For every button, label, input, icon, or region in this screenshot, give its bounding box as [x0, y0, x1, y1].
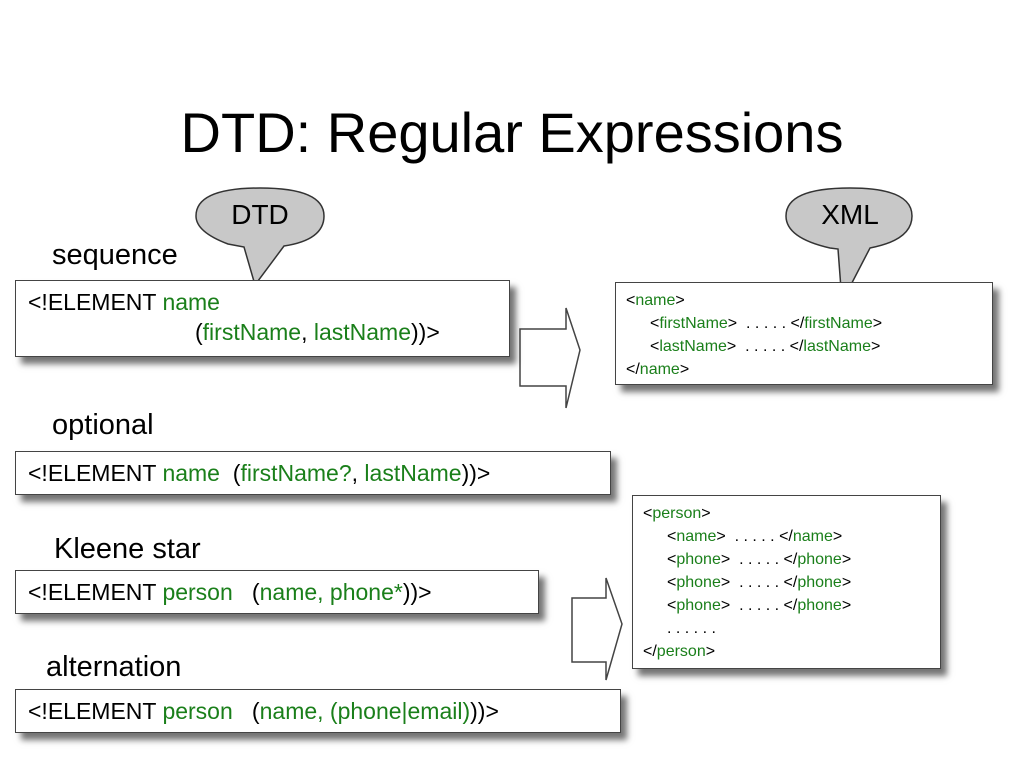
- alternation-line: <!ELEMENT person (name, (phone|email)))>: [28, 696, 620, 726]
- xml-line: </person>: [643, 643, 716, 660]
- xml-callout-label: XML: [821, 199, 879, 230]
- sequence-line-1: <!ELEMENT name: [28, 287, 509, 317]
- open-paren: (: [195, 319, 203, 345]
- xml-line: </name>: [626, 361, 690, 378]
- optional-dtd-box: <!ELEMENT name (firstName?, lastName))>: [15, 451, 611, 495]
- xml-line: <phone> . . . . . </phone>: [667, 574, 852, 591]
- kleene-line: <!ELEMENT person (name, phone*))>: [28, 577, 538, 607]
- sequence-label: sequence: [52, 239, 178, 271]
- xml-line: <phone> . . . . . </phone>: [667, 551, 852, 568]
- child-last: lastName: [313, 319, 412, 345]
- optional-line: <!ELEMENT name (firstName?, lastName))>: [28, 458, 610, 488]
- alternation-dtd-box: <!ELEMENT person (name, (phone|email)))>: [15, 689, 621, 733]
- sequence-line-2: (firstName, lastName))>: [28, 317, 509, 347]
- sequence-dtd-box: <!ELEMENT name (firstName, lastName))>: [15, 280, 510, 357]
- xml-line: <firstName> . . . . . </firstName>: [650, 315, 883, 332]
- xml-line: <person>: [643, 505, 711, 522]
- open-paren: (: [232, 579, 260, 605]
- close-paren: ))>: [402, 579, 432, 605]
- close-paren: ))>: [411, 319, 440, 345]
- slide-title: DTD: Regular Expressions: [180, 101, 844, 164]
- element-name: person: [162, 579, 233, 605]
- xml-line: <phone> . . . . . </phone>: [667, 597, 852, 614]
- element-name: name: [162, 460, 220, 486]
- element-name: person: [162, 698, 233, 724]
- xml-line: <name> . . . . . </name>: [667, 528, 843, 545]
- alternation-label: alternation: [46, 651, 182, 683]
- sequence-arrow-shape: [519, 307, 581, 409]
- element-keyword: <!ELEMENT: [28, 289, 163, 315]
- xml-line: <lastName> . . . . . </lastName>: [650, 338, 881, 355]
- element-keyword: <!ELEMENT: [28, 698, 163, 724]
- optional-label: optional: [52, 409, 154, 441]
- kleene-dtd-box: <!ELEMENT person (name, phone*))>: [15, 570, 539, 614]
- kleene-label: Kleene star: [54, 533, 201, 565]
- xml-person-box: <person> <name> . . . . . </name> <phone…: [632, 495, 941, 669]
- dtd-callout-label: DTD: [231, 199, 289, 230]
- content-model: name, (phone|email): [259, 698, 471, 724]
- open-paren: (: [232, 698, 260, 724]
- child-first: firstName: [202, 319, 302, 345]
- open-paren: (: [219, 460, 241, 486]
- element-keyword: <!ELEMENT: [28, 460, 163, 486]
- close-paren: ))>: [470, 698, 499, 724]
- element-keyword: <!ELEMENT: [28, 579, 163, 605]
- comma: ,: [351, 460, 365, 486]
- element-name: name: [162, 289, 220, 315]
- content-model: name, phone*: [259, 579, 403, 605]
- close-paren: ))>: [461, 460, 491, 486]
- child-first: firstName?: [240, 460, 352, 486]
- xml-name-box: <name> <firstName> . . . . . </firstName…: [615, 282, 993, 385]
- comma: ,: [301, 319, 314, 345]
- xml-line: <name>: [626, 292, 685, 309]
- child-last: lastName: [364, 460, 462, 486]
- person-arrow-shape: [571, 577, 623, 681]
- xml-line: . . . . . .: [667, 620, 716, 637]
